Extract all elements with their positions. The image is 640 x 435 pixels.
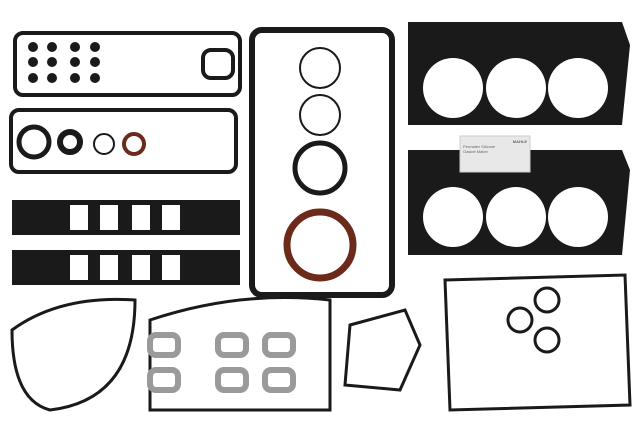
rear-main-seals [283,47,357,282]
head-gaskets [408,22,630,255]
packet-line1: Permatex Silicone [463,144,496,149]
packet-line2: Gasket Maker [463,149,488,154]
valve-seals [28,42,100,83]
packet-brand: MAHLE [512,139,527,144]
intake-manifold-gaskets [12,200,240,285]
silicone-packet [459,135,531,173]
valve-cover-gasket-set [9,31,242,174]
packet-label: MAHLE Permatex Silicone Gasket Maker [463,139,527,169]
exhaust-gaskets [147,332,296,393]
lower-gaskets [10,273,632,412]
oil-pan-gasket [249,27,395,298]
